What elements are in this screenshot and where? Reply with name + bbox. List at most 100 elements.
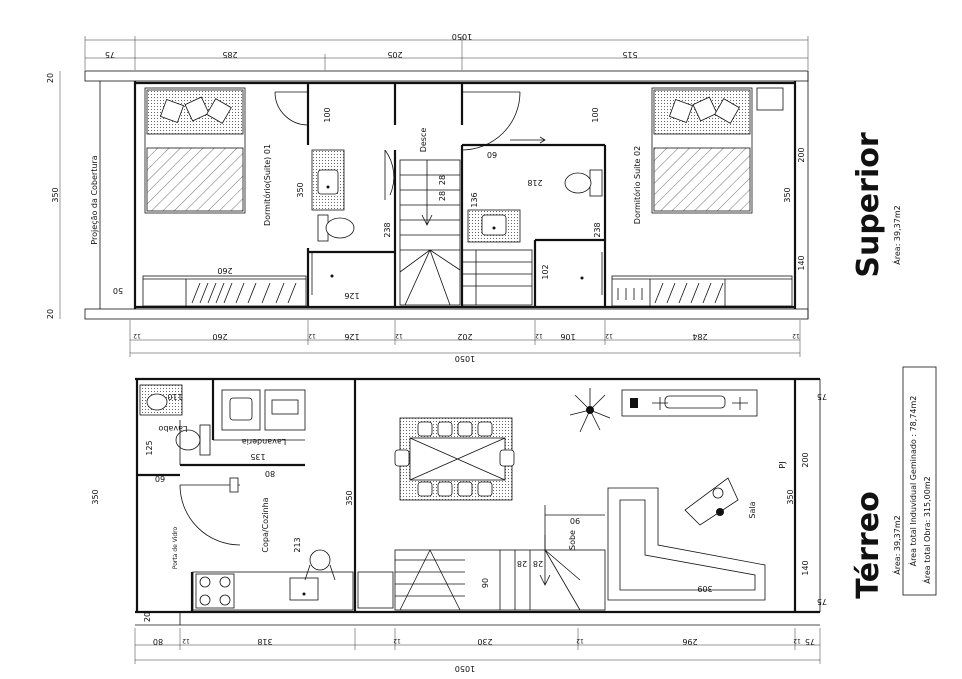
upper-dim-205: 205	[387, 50, 402, 59]
kitchen-fixtures	[192, 549, 394, 611]
lavanderia-fixtures	[213, 389, 306, 441]
dining-table	[394, 417, 515, 501]
lower-dim-bottom-230: 230	[477, 637, 492, 646]
upper-dim-bottom-284: 284	[692, 332, 707, 341]
upper-dim-bottom-202: 202	[457, 332, 472, 341]
lower-dim-90-b: 90	[570, 516, 580, 525]
area-info-box: Área total Induvidual Geminado : 78,74m2…	[902, 366, 937, 596]
upper-dim-bottom-260: 260	[212, 332, 227, 341]
lower-dim-left-20: 20	[143, 612, 152, 622]
bed-suite-01	[144, 87, 246, 214]
upper-dim-285: 285	[222, 50, 237, 59]
lavabo-fixtures	[139, 384, 211, 465]
upper-dim-350-inner-a: 350	[296, 182, 305, 197]
upper-dim-218: 218	[527, 178, 542, 187]
bed-suite-02	[651, 87, 784, 214]
stairs-lower	[394, 505, 606, 611]
upper-top-dimensions: 1050 75 285 205 515	[84, 32, 809, 70]
upper-dim-left-350: 350	[51, 187, 60, 202]
door-suite-02	[461, 91, 550, 151]
tv-rack	[621, 389, 758, 417]
lower-bottom-dimensions: 80 12 318 12 230 12 296 12 75 1050	[134, 628, 821, 673]
lower-dim-135: 135	[250, 452, 265, 461]
upper-dim-140: 140	[797, 255, 806, 270]
room-label-sala: Sala	[748, 501, 757, 518]
stairs-label-sobe: Sobe	[568, 530, 577, 550]
lower-dim-28-a: 28	[517, 559, 527, 568]
upper-dim-bottom-12e: 12	[605, 332, 613, 339]
upper-floor-area: Área: 39,37m2	[891, 205, 902, 264]
upper-dim-bottom-12c: 12	[395, 332, 403, 339]
door-suite-01	[274, 91, 309, 126]
room-label-cobertura: Projeção da Cobertura	[90, 155, 99, 244]
upper-dim-136: 136	[470, 192, 479, 207]
upper-dim-bottom-106: 106	[560, 332, 575, 341]
upper-dim-260-inner: 260	[217, 266, 232, 275]
stairs-label-desce: Desce	[419, 128, 428, 153]
lower-dim-60: 60	[155, 474, 165, 483]
upper-dim-102: 102	[541, 264, 550, 279]
lower-floor-plan: 350 20 110 125 Lavabo 60 Lavanderia	[91, 366, 937, 673]
lower-dim-bottom-12d: 12	[793, 637, 801, 644]
wardrobe-suite-01	[142, 275, 307, 307]
lower-dim-left-350: 350	[91, 489, 100, 504]
upper-bottom-dimensions: 12 260 12 126 12 202 12 106 12 284 12 10…	[129, 320, 801, 363]
lower-dim-bottom-12c: 12	[576, 637, 584, 644]
upper-dim-100-a: 100	[323, 107, 332, 122]
lower-dim-bottom-318: 318	[257, 637, 272, 646]
upper-dim-238-a: 238	[383, 222, 392, 237]
lower-dim-bottom-296: 296	[682, 637, 697, 646]
info-total-individual: Área total Induvidual Geminado : 78,74m2	[907, 396, 918, 567]
lower-dim-350-inner: 350	[345, 490, 354, 505]
lower-dim-75-top: 75	[817, 392, 827, 401]
upper-dim-200: 200	[797, 147, 806, 162]
coffee-table	[684, 477, 739, 526]
lower-dim-140: 140	[801, 560, 810, 575]
wardrobe-suite-02	[611, 275, 793, 307]
room-label-suite-01: Dormitório(Suite) 01	[262, 144, 272, 226]
lower-dim-90: 90	[481, 578, 490, 588]
stairs-upper	[399, 159, 533, 306]
upper-dim-350-inner-b: 350	[783, 187, 792, 202]
upper-floor-title: Superior	[851, 132, 886, 277]
upper-dim-bottom-12b: 12	[308, 332, 316, 339]
upper-dim-50: 50	[113, 286, 123, 295]
lower-dim-28-b: 28	[533, 559, 543, 568]
lower-dim-309: 309	[697, 584, 712, 593]
upper-dim-bottom-12d: 12	[535, 332, 543, 339]
plant	[569, 388, 611, 433]
lower-dim-bottom-12b: 12	[393, 637, 401, 644]
info-total-obra: Área total Obra: 315,00m2	[921, 476, 932, 583]
bathroom-suite-02	[467, 169, 603, 295]
room-label-copa-cozinha: Copa/Cozinha	[261, 497, 270, 552]
upper-dim-100-b: 100	[591, 107, 600, 122]
upper-dim-left-20b: 20	[46, 309, 55, 319]
upper-dim-238-b: 238	[593, 222, 602, 237]
lower-dim-125: 125	[145, 440, 154, 455]
room-label-lavabo: Lavabo	[158, 424, 187, 433]
upper-dim-126-inner: 126	[344, 291, 359, 300]
room-label-pj: PJ	[778, 461, 787, 468]
upper-dim-left-20a: 20	[46, 73, 55, 83]
sofa	[607, 487, 766, 601]
upper-dim-bottom-12f: 12	[792, 332, 800, 339]
label-porta-vidro: Porta de Vidro	[172, 527, 179, 570]
lower-dim-110: 110	[167, 392, 182, 401]
lower-dim-350-b: 350	[786, 489, 795, 504]
upper-dim-total-top: 1050	[452, 32, 472, 41]
lower-dim-75-bottom: 75	[817, 597, 827, 606]
upper-dim-bottom-126: 126	[344, 332, 359, 341]
upper-dim-75: 75	[105, 50, 115, 59]
upper-left-dimensions: 20 350 20	[46, 71, 61, 319]
lower-floor-area: Área: 39,37m2	[891, 515, 902, 574]
lower-dim-200: 200	[801, 452, 810, 467]
upper-dim-515: 515	[622, 50, 637, 59]
upper-dim-28-b: 28	[438, 191, 447, 201]
upper-dim-60: 60	[487, 150, 497, 159]
room-label-suite-02: Dormitório Suite 02	[632, 146, 642, 224]
lower-dim-bottom-80: 80	[153, 637, 163, 646]
lower-dim-213: 213	[293, 537, 302, 552]
upper-dim-bottom-12a: 12	[133, 332, 141, 339]
room-label-lavanderia: Lavanderia	[242, 437, 287, 446]
